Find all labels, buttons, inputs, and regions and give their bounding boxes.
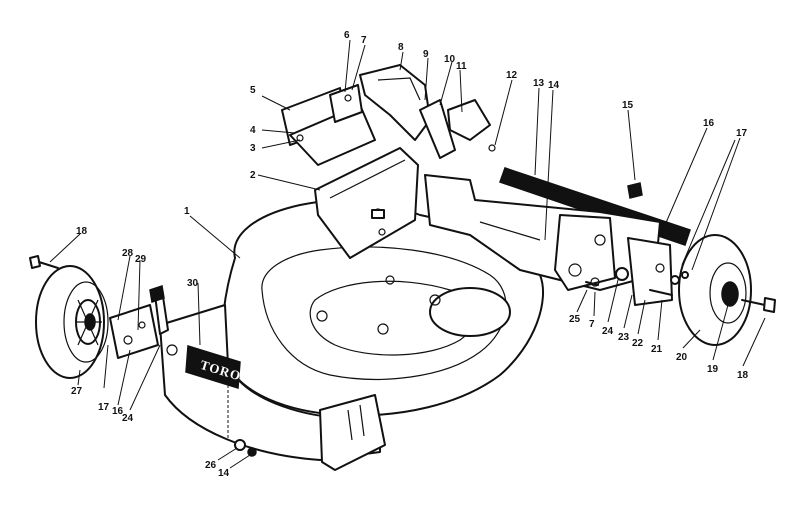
callout-30: 30 — [187, 278, 199, 289]
callout-28: 28 — [122, 248, 134, 259]
callout-12: 12 — [506, 70, 518, 81]
callout-1: 1 — [184, 206, 190, 217]
rear-axle-frame — [424, 174, 673, 306]
callout-14-top: 14 — [548, 80, 560, 91]
callout-7-bottom: 7 — [589, 319, 595, 330]
rear-hardware — [585, 271, 689, 296]
callout-25: 25 — [569, 314, 581, 325]
callout-27: 27 — [71, 386, 83, 397]
chute-bracket — [314, 147, 419, 259]
callout-22: 22 — [632, 338, 644, 349]
callout-2: 2 — [250, 170, 256, 181]
discharge-flap — [281, 84, 376, 166]
callout-14-bottom: 14 — [218, 468, 230, 479]
callout-13: 13 — [533, 78, 545, 89]
callout-15: 15 — [622, 100, 634, 111]
callout-7-top: 7 — [361, 35, 367, 46]
callout-9: 9 — [423, 49, 429, 60]
callout-24-right: 24 — [602, 326, 614, 337]
callout-17-left: 17 — [98, 402, 110, 413]
callout-29: 29 — [135, 254, 147, 265]
callout-23: 23 — [618, 332, 630, 343]
callout-16-left: 16 — [112, 406, 124, 417]
front-wheel — [35, 265, 109, 379]
callout-6: 6 — [344, 30, 350, 41]
callout-20: 20 — [676, 352, 688, 363]
callout-26: 26 — [205, 460, 217, 471]
rear-wheel-bolt — [741, 297, 776, 313]
callout-3: 3 — [250, 143, 256, 154]
front-wheel-bolt — [29, 255, 59, 269]
handle-bracket-assembly — [359, 64, 496, 159]
callout-4: 4 — [250, 125, 256, 136]
callout-10: 10 — [444, 54, 456, 65]
callout-18-right: 18 — [737, 370, 749, 381]
callout-16-right: 16 — [703, 118, 715, 129]
callout-labels: 1 2 3 4 5 6 7 8 9 10 11 12 13 14 15 16 1… — [71, 30, 749, 479]
leader-lines — [49, 39, 766, 469]
toro-logo-plate: TORO — [185, 345, 243, 389]
callout-8: 8 — [398, 42, 404, 53]
callout-18-left: 18 — [76, 226, 88, 237]
deck-bottom-hardware — [227, 380, 257, 457]
callout-19: 19 — [707, 364, 719, 375]
callout-11: 11 — [456, 61, 467, 72]
callout-24-left: 24 — [122, 413, 134, 424]
callout-21: 21 — [651, 344, 663, 355]
callout-5: 5 — [250, 85, 256, 96]
front-height-adjuster — [109, 285, 178, 359]
deck-housing — [159, 198, 545, 471]
callout-17-right: 17 — [736, 128, 748, 139]
rear-wheel — [678, 234, 752, 346]
